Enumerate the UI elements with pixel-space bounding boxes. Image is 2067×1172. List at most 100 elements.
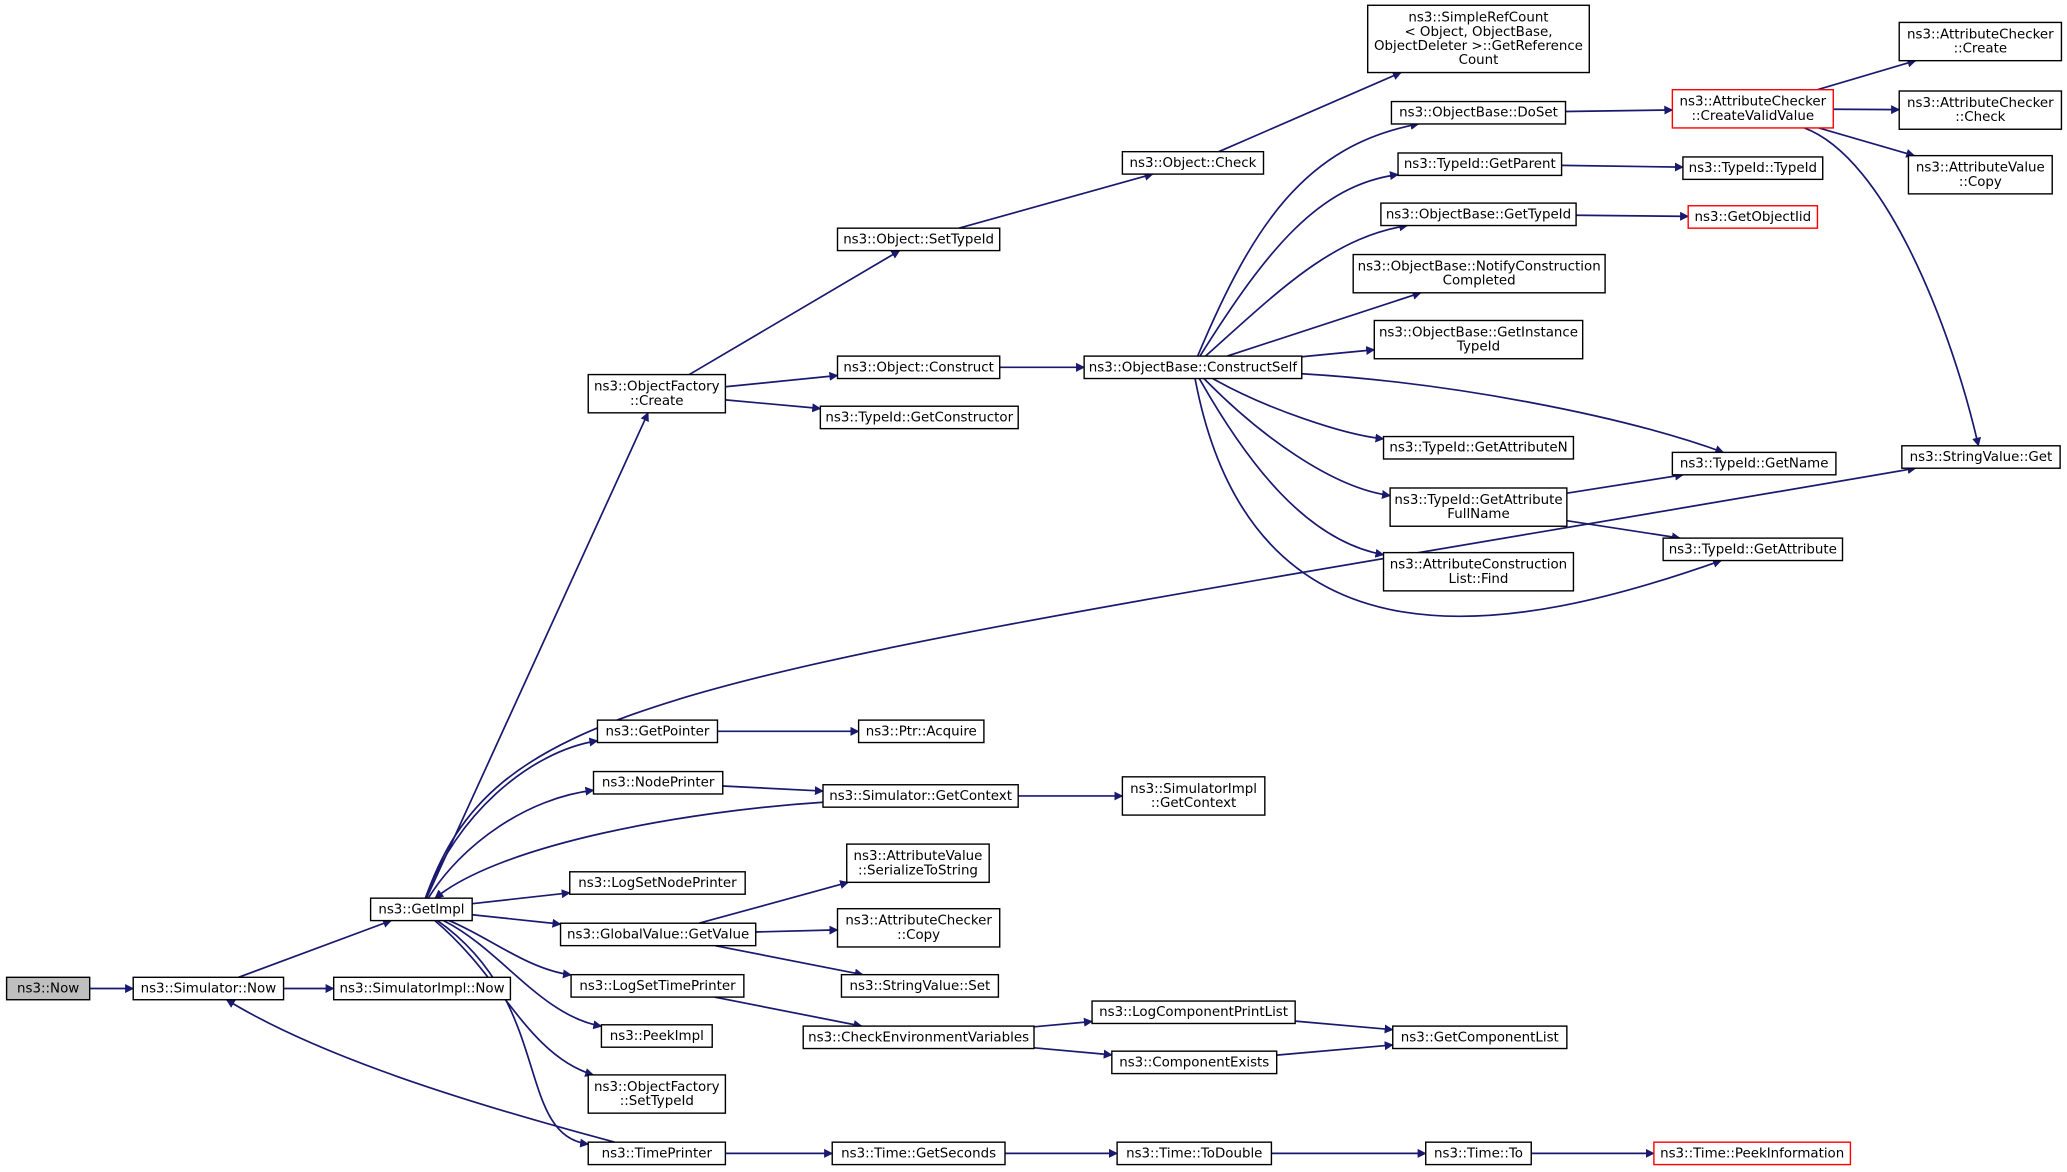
edge-ob-doset-to-ac-createvalid xyxy=(1565,105,1674,115)
node-tid-typeid[interactable]: ns3::TypeId::TypeId xyxy=(1682,156,1824,181)
node-tid-getattr[interactable]: ns3::TypeId::GetAttribute xyxy=(1662,537,1844,562)
node-label: ns3::SimpleRefCount xyxy=(1408,11,1548,26)
node-box xyxy=(587,373,727,414)
node-ac-create[interactable]: ns3::AttributeChecker::Create xyxy=(1898,21,2063,62)
edge-sim-getcontext-to-getimpl xyxy=(434,801,824,899)
edge-getimpl-to-logsettimeprinter xyxy=(448,919,572,979)
node-ob-gettypeid[interactable]: ns3::ObjectBase::GetTypeId xyxy=(1380,202,1577,227)
node-ac-createvalid[interactable]: ns3::AttributeChecker::CreateValidValue xyxy=(1671,88,1834,129)
node-ob-doset[interactable]: ns3::ObjectBase::DoSet xyxy=(1390,100,1567,125)
node-ac-copy[interactable]: ns3::AttributeChecker::Copy xyxy=(836,908,1001,948)
node-srefcount[interactable]: ns3::SimpleRefCount< Object, ObjectBase,… xyxy=(1366,4,1590,74)
node-label: ns3::SimulatorImpl xyxy=(1130,782,1257,797)
node-getimpl[interactable]: ns3::GetImpl xyxy=(369,897,473,922)
node-tid-getname[interactable]: ns3::TypeId::GetName xyxy=(1671,451,1837,476)
edge-of-create-to-obj-construct xyxy=(725,371,839,388)
node-of-settypeid[interactable]: ns3::ObjectFactory::SetTypeId xyxy=(587,1074,727,1114)
node-label: ::Check xyxy=(1955,110,2005,125)
node-logcompprintlist[interactable]: ns3::LogComponentPrintList xyxy=(1091,1000,1296,1025)
edge-ac-createvalid-to-ac-create xyxy=(1817,58,1917,91)
node-getcomplist[interactable]: ns3::GetComponentList xyxy=(1392,1025,1568,1050)
node-simimpl-now[interactable]: ns3::SimulatorImpl::Now xyxy=(332,976,512,1001)
edge-getimpl-to-peekimpl xyxy=(443,919,603,1030)
node-label: ns3::Object::SetTypeId xyxy=(843,232,994,247)
node-label: ns3::TimePrinter xyxy=(602,1146,713,1161)
edge-getimpl-to-logsetnodeprinter xyxy=(472,889,571,905)
edge-nodeprinter-to-sim-getcontext xyxy=(722,785,824,796)
node-logsetnodeprinter[interactable]: ns3::LogSetNodePrinter xyxy=(569,871,746,895)
node-ac-check[interactable]: ns3::AttributeChecker::Check xyxy=(1898,90,2063,130)
node-ptr-acquire[interactable]: ns3::Ptr::Acquire xyxy=(857,719,985,744)
node-getpointer[interactable]: ns3::GetPointer xyxy=(596,719,719,744)
node-label: ns3::ObjectBase::NotifyConstruction xyxy=(1358,260,1601,275)
node-av-serialize[interactable]: ns3::AttributeValue::SerializeToString xyxy=(846,843,990,884)
edge-ob-constructself-to-acl-find xyxy=(1198,378,1385,558)
node-label: ns3::ObjectBase::GetInstance xyxy=(1379,325,1578,340)
edge-ob-constructself-to-tid-getattrn xyxy=(1212,377,1385,443)
node-box xyxy=(1382,435,1575,460)
node-time-todouble[interactable]: ns3::Time::ToDouble xyxy=(1116,1141,1273,1166)
node-box xyxy=(1898,90,2063,130)
edge-getimpl-to-of-create xyxy=(425,411,649,899)
node-label: ns3::ObjectBase::GetTypeId xyxy=(1386,207,1571,222)
node-sv-get[interactable]: ns3::StringValue::Get xyxy=(1901,445,2061,469)
node-sim-getcontext[interactable]: ns3::Simulator::GetContext xyxy=(822,784,1019,808)
edge-getimpl-to-sv-get xyxy=(424,465,1917,899)
node-box xyxy=(1682,156,1824,181)
node-sv-set[interactable]: ns3::StringValue::Set xyxy=(840,973,1000,998)
edge-of-create-to-obj-settypeid xyxy=(688,249,901,376)
node-gv-getvalue[interactable]: ns3::GlobalValue::GetValue xyxy=(559,922,757,947)
node-obj-settypeid[interactable]: ns3::Object::SetTypeId xyxy=(836,227,1001,252)
edge-getimpl-to-nodeprinter xyxy=(427,786,595,899)
node-box xyxy=(836,908,1001,948)
node-nodeprinter[interactable]: ns3::NodePrinter xyxy=(592,770,724,795)
node-box xyxy=(570,973,745,998)
node-box xyxy=(1671,88,1834,129)
node-compexists[interactable]: ns3::ComponentExists xyxy=(1111,1050,1278,1075)
edge-getimpl-to-of-settypeid xyxy=(434,919,595,1077)
node-label: ::Create xyxy=(630,394,684,409)
node-box xyxy=(1366,4,1590,74)
node-label: ns3::StringValue::Get xyxy=(1910,450,2053,465)
node-box xyxy=(1662,537,1844,562)
node-time-to[interactable]: ns3::Time::To xyxy=(1425,1141,1532,1166)
node-tid-getctor[interactable]: ns3::TypeId::GetConstructor xyxy=(819,405,1019,430)
node-getobjectiid[interactable]: ns3::GetObjectIid xyxy=(1687,205,1819,229)
node-time-getseconds[interactable]: ns3::Time::GetSeconds xyxy=(831,1141,1006,1166)
node-simimpl-getcontext[interactable]: ns3::SimulatorImpl::GetContext xyxy=(1121,776,1266,816)
node-ob-notify[interactable]: ns3::ObjectBase::NotifyConstructionCompl… xyxy=(1352,253,1606,294)
edge-ob-constructself-to-tid-getname xyxy=(1301,372,1725,454)
node-av-copy[interactable]: ns3::AttributeValue::Copy xyxy=(1907,154,2053,195)
node-of-create[interactable]: ns3::ObjectFactory::Create xyxy=(587,373,727,414)
node-label: ns3::LogSetTimePrinter xyxy=(579,979,736,994)
node-time-peekinfo[interactable]: ns3::Time::PeekInformation xyxy=(1653,1141,1852,1166)
node-obj-construct[interactable]: ns3::Object::Construct xyxy=(836,355,1001,380)
node-label: Count xyxy=(1459,53,1499,68)
node-label: ns3::Object::Check xyxy=(1130,156,1257,171)
node-label: ns3::GetComponentList xyxy=(1401,1030,1559,1045)
node-label: ns3::ObjectFactory xyxy=(594,1080,720,1095)
node-label: ns3::TypeId::GetConstructor xyxy=(825,410,1013,425)
node-tid-getattrn[interactable]: ns3::TypeId::GetAttributeN xyxy=(1382,435,1575,460)
node-logsettimeprinter[interactable]: ns3::LogSetTimePrinter xyxy=(570,973,745,998)
node-label: ::Copy xyxy=(897,928,940,943)
node-sim-now[interactable]: ns3::Simulator::Now xyxy=(132,976,285,1001)
node-tid-getparent[interactable]: ns3::TypeId::GetParent xyxy=(1397,152,1563,177)
node-now[interactable]: ns3::Now xyxy=(5,976,91,1001)
edge-tid-getattrfull-to-tid-getname xyxy=(1566,471,1685,495)
node-ob-constructself[interactable]: ns3::ObjectBase::ConstructSelf xyxy=(1083,355,1303,380)
edges-layer xyxy=(89,58,1982,1158)
node-timeprinter[interactable]: ns3::TimePrinter xyxy=(587,1141,727,1166)
edge-ob-constructself-to-tid-getparent xyxy=(1199,171,1399,357)
node-peekimpl[interactable]: ns3::PeekImpl xyxy=(600,1024,713,1048)
edge-gv-getvalue-to-av-serialize xyxy=(698,880,850,925)
node-label: ns3::NodePrinter xyxy=(602,776,715,791)
node-label: ns3::Simulator::Now xyxy=(141,981,277,996)
node-checkenv[interactable]: ns3::CheckEnvironmentVariables xyxy=(802,1025,1035,1050)
edge-gv-getvalue-to-sv-set xyxy=(715,944,864,978)
node-obj-check[interactable]: ns3::Object::Check xyxy=(1121,150,1265,175)
node-label: ns3::StringValue::Set xyxy=(850,979,991,994)
